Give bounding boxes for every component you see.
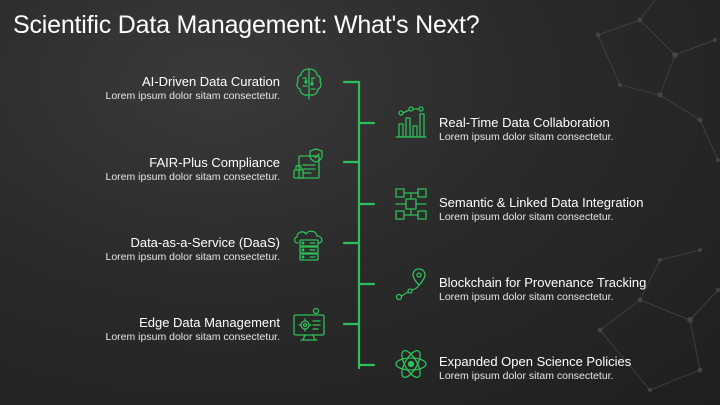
slide-title: Scientific Data Management: What's Next? (13, 11, 480, 39)
left-item-fair-plus: FAIR-Plus Compliance Lorem ipsum dolor s… (30, 155, 281, 184)
bar-chart-collaboration-icon (392, 104, 430, 142)
location-path-icon (392, 265, 430, 303)
item-description: Lorem ipsum dolor sitam consectetur. (439, 211, 614, 223)
item-heading: Blockchain for Provenance Tracking (439, 275, 647, 290)
item-heading: Data-as-a-Service (DaaS) (130, 235, 280, 250)
linked-nodes-icon (392, 185, 430, 223)
item-heading: Semantic & Linked Data Integration (439, 195, 644, 210)
item-heading: Real-Time Data Collaboration (439, 115, 610, 130)
right-item-blockchain: Blockchain for Provenance Tracking Lorem… (439, 275, 719, 304)
item-heading: FAIR-Plus Compliance (149, 155, 280, 170)
item-description: Lorem ipsum dolor sitam consectetur. (105, 90, 281, 102)
cloud-server-icon (290, 226, 328, 264)
left-item-ai-curation: AI-Driven Data Curation Lorem ipsum dolo… (30, 74, 281, 103)
shield-document-lock-icon (290, 145, 328, 183)
left-item-edge: Edge Data Management Lorem ipsum dolor s… (30, 315, 281, 344)
item-heading: Expanded Open Science Policies (439, 354, 632, 369)
item-description: Lorem ipsum dolor sitam consectetur. (105, 331, 281, 343)
atom-icon (392, 345, 430, 383)
item-heading: AI-Driven Data Curation (142, 74, 280, 89)
item-description: Lorem ipsum dolor sitam consectetur. (439, 291, 614, 303)
right-item-open-science: Expanded Open Science Policies Lorem ips… (439, 354, 719, 383)
brain-circuit-icon (290, 64, 328, 102)
monitor-gear-icon (290, 306, 328, 344)
item-heading: Edge Data Management (139, 315, 280, 330)
item-description: Lorem ipsum dolor sitam consectetur. (439, 370, 614, 382)
item-description: Lorem ipsum dolor sitam consectetur. (439, 131, 614, 143)
item-description: Lorem ipsum dolor sitam consectetur. (105, 171, 281, 183)
right-item-semantic: Semantic & Linked Data Integration Lorem… (439, 195, 719, 224)
item-description: Lorem ipsum dolor sitam consectetur. (105, 251, 281, 263)
left-item-daas: Data-as-a-Service (DaaS) Lorem ipsum dol… (30, 235, 281, 264)
right-item-realtime: Real-Time Data Collaboration Lorem ipsum… (439, 115, 719, 144)
